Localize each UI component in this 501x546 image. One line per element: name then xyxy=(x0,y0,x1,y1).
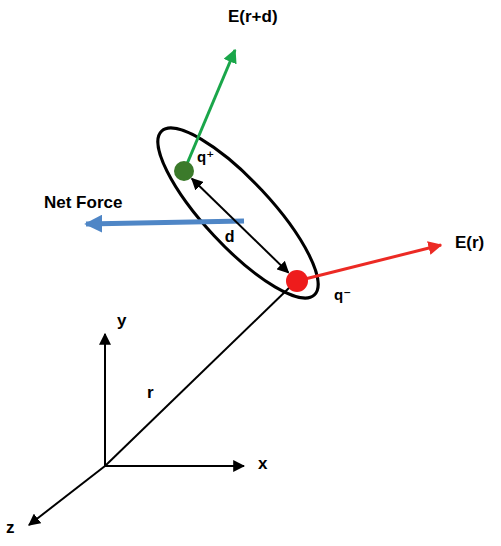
charge-circle: q⁻ xyxy=(286,270,308,292)
charge-label: q⁺ xyxy=(197,149,214,166)
position-vector xyxy=(105,286,291,466)
separation-arrow xyxy=(192,179,289,273)
dipole-outline xyxy=(137,109,338,318)
figure-label: E(r) xyxy=(455,234,484,253)
figure-label: r xyxy=(147,384,154,403)
figure-label: E(r+d) xyxy=(228,8,278,27)
field-vector-bottom xyxy=(297,245,441,281)
field-vector-top xyxy=(184,50,235,171)
figure-label: y xyxy=(117,312,126,331)
z-axis xyxy=(29,466,105,525)
net-force-arrow xyxy=(86,221,244,224)
separation-label: d xyxy=(225,228,235,246)
figure-label: Net Force xyxy=(44,194,122,213)
x-axis xyxy=(105,465,244,467)
charge-label: q⁻ xyxy=(334,287,351,304)
y-axis xyxy=(104,334,106,466)
figure-label: x xyxy=(258,455,267,474)
figure-label: z xyxy=(6,519,15,538)
charge-circle: q⁺ xyxy=(174,161,194,181)
